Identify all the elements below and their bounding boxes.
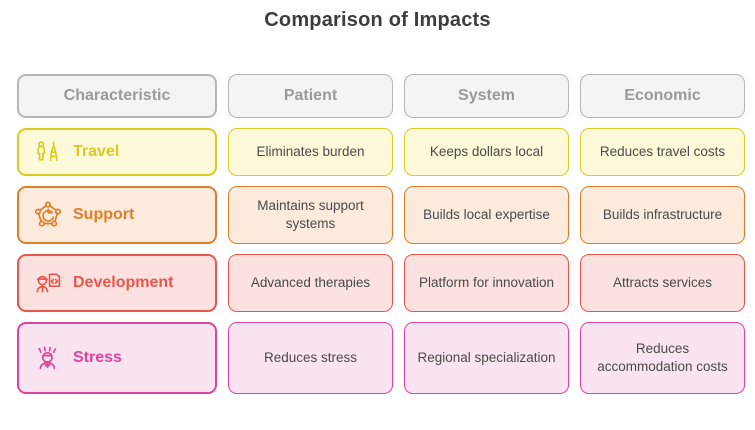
stressed-person-icon (32, 342, 64, 374)
comparison-grid: Characteristic Patient System Economic (17, 74, 745, 404)
table-row-development: Development Advanced therapies Platform … (17, 254, 745, 312)
table-cell-travel-system: Keeps dollars local (404, 128, 569, 176)
engineer-code-document-icon (32, 267, 64, 299)
row-label-text-support: Support (73, 206, 135, 224)
table-cell-stress-system: Regional specialization (404, 322, 569, 394)
row-label-stress: Stress (17, 322, 217, 394)
row-label-text-development: Development (73, 274, 174, 292)
table-row-travel: Travel Eliminates burden Keeps dollars l… (17, 128, 745, 176)
row-label-development: Development (17, 254, 217, 312)
table-cell-stress-patient: Reduces stress (228, 322, 393, 394)
table-cell-travel-economic: Reduces travel costs (580, 128, 745, 176)
table-cell-travel-patient: Eliminates burden (228, 128, 393, 176)
table-cell-development-economic: Attracts services (580, 254, 745, 312)
row-label-support: Support (17, 186, 217, 244)
page-title: Comparison of Impacts (264, 9, 491, 31)
table-cell-support-economic: Builds infrastructure (580, 186, 745, 244)
table-row-stress: Stress Reduces stress Regional specializ… (17, 322, 745, 394)
table-cell-development-system: Platform for innovation (404, 254, 569, 312)
column-header-patient: Patient (228, 74, 393, 118)
row-label-text-stress: Stress (73, 349, 122, 367)
column-header-economic: Economic (580, 74, 745, 118)
table-header-row: Characteristic Patient System Economic (17, 74, 745, 118)
table-cell-development-patient: Advanced therapies (228, 254, 393, 312)
table-cell-support-system: Builds local expertise (404, 186, 569, 244)
table-row-support: Support Maintains support systems Builds… (17, 186, 745, 244)
column-header-system: System (404, 74, 569, 118)
network-nodes-refresh-icon (32, 199, 64, 231)
table-cell-support-patient: Maintains support systems (228, 186, 393, 244)
table-cell-stress-economic: Reduces accommodation costs (580, 322, 745, 394)
traveler-eiffel-tower-icon (32, 136, 64, 168)
row-label-travel: Travel (17, 128, 217, 176)
row-label-text-travel: Travel (73, 143, 120, 161)
column-header-characteristic: Characteristic (17, 74, 217, 118)
